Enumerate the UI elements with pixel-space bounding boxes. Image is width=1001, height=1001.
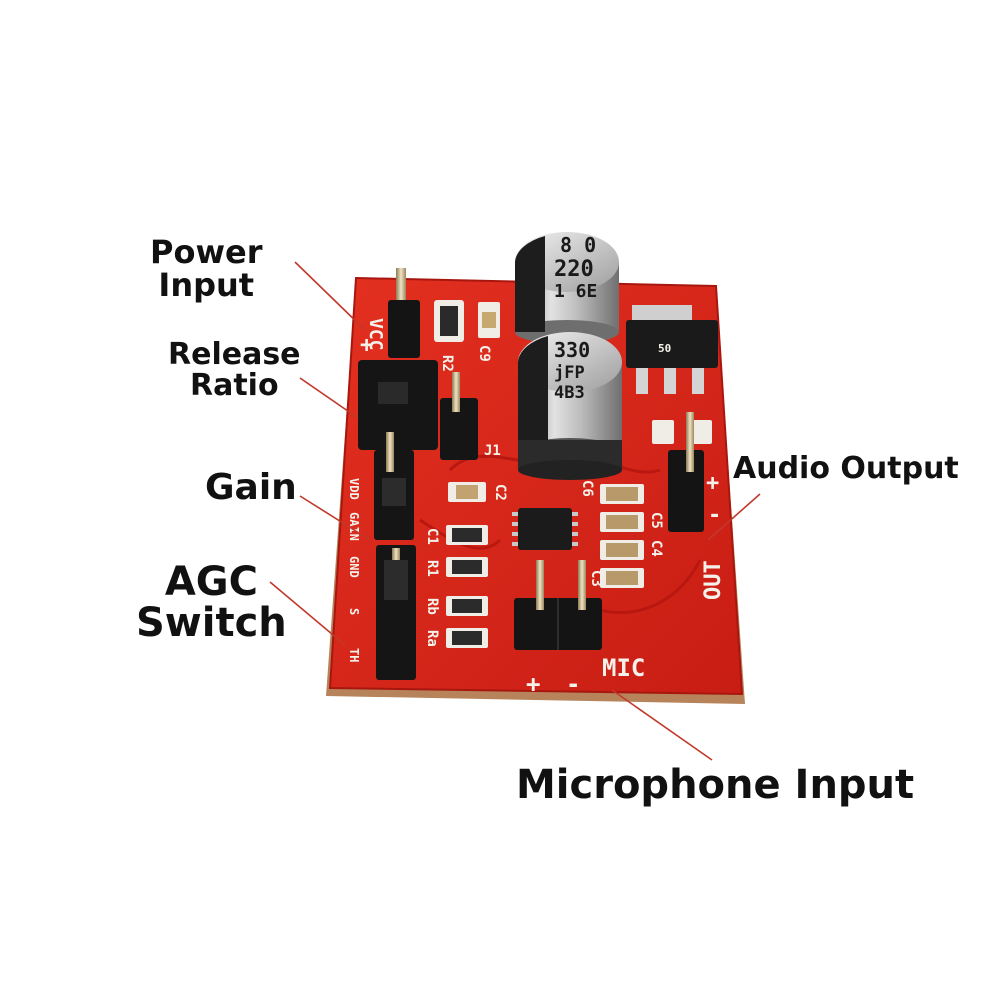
- leader-release: [299, 377, 359, 419]
- voltage-regulator: 50: [626, 305, 718, 394]
- cap-large-line2: 220: [554, 257, 594, 282]
- leader-gain: [299, 495, 371, 541]
- silk-vcc: VCC: [365, 318, 386, 351]
- release-ratio-line1: Release: [168, 337, 301, 372]
- cap-small-line1: 330: [554, 338, 590, 362]
- silk-c1: C1: [424, 528, 440, 545]
- release-ratio-label: Release Ratio: [168, 337, 301, 403]
- cap-small-line2: jFP: [554, 363, 585, 383]
- silk-vdd: VDD: [347, 478, 361, 500]
- agc-switch-line2: Switch: [136, 599, 287, 646]
- cap-large-line1: 8 0: [560, 233, 596, 257]
- silk-vcc-plus: +: [360, 333, 373, 358]
- silk-mic-plus: +: [526, 670, 540, 698]
- microphone-input-header: [514, 560, 602, 650]
- agc-switch-jumper: [376, 545, 416, 680]
- silk-r2: R2: [439, 355, 455, 372]
- power-input-line1: Power: [150, 233, 263, 271]
- silk-gain: GAIN: [347, 512, 361, 541]
- release-ratio-line2: Ratio: [189, 367, 279, 403]
- leader-power: [294, 261, 366, 331]
- silk-mic-minus: -: [566, 670, 580, 698]
- agc-switch-line1: AGC: [164, 559, 258, 605]
- silk-out: OUT: [701, 560, 726, 600]
- power-input-header: [388, 268, 420, 358]
- regulator-marking: 50: [658, 342, 671, 355]
- agc-switch-label: AGC Switch: [136, 562, 287, 644]
- audio-output-header: [668, 412, 704, 532]
- silk-c5: C5: [648, 512, 664, 529]
- silk-ra: Ra: [424, 630, 440, 647]
- capacitor-220: 8 0 220 1 6E: [515, 232, 619, 344]
- audio-output-label: Audio Output: [733, 451, 959, 486]
- leader-mic: [611, 689, 713, 761]
- amplifier-ic: [512, 508, 578, 550]
- silk-c4: C4: [648, 540, 664, 557]
- silk-th: TH: [347, 648, 361, 662]
- silk-c6: C6: [579, 480, 595, 497]
- leader-lines: [269, 261, 761, 761]
- silk-s: S: [347, 608, 361, 615]
- cap-large-line3: 1 6E: [554, 281, 597, 302]
- silk-c9: C9: [476, 345, 492, 362]
- leader-agc: [269, 581, 346, 646]
- power-input-line2: Input: [158, 265, 255, 304]
- smd-components-right: [600, 420, 712, 588]
- power-input-label: Power Input: [150, 236, 262, 301]
- silk-c3: C3: [588, 570, 604, 587]
- silk-mic: MIC: [602, 654, 645, 682]
- gain-jumper: [374, 432, 414, 540]
- silk-rb: Rb: [424, 598, 440, 615]
- silk-c2: C2: [492, 484, 508, 501]
- silkscreen: VCC + R2 C9 J1 C2 C6 C1 R1 Rb Ra C5 C4 C…: [347, 318, 726, 698]
- release-ratio-jumper: [358, 360, 478, 460]
- silk-out-plus: +: [706, 471, 719, 496]
- silk-j1: J1: [484, 443, 501, 459]
- silk-gnd: GND: [347, 556, 361, 578]
- leader-audio: [707, 493, 761, 541]
- microphone-input-label: Microphone Input: [516, 762, 915, 808]
- gain-label: Gain: [205, 467, 297, 508]
- silk-r1: R1: [424, 560, 440, 577]
- capacitor-330: 330 jFP 4B3: [518, 332, 622, 480]
- smd-components-left: [434, 300, 500, 648]
- cap-small-line3: 4B3: [554, 383, 585, 403]
- silk-out-minus: -: [708, 503, 721, 528]
